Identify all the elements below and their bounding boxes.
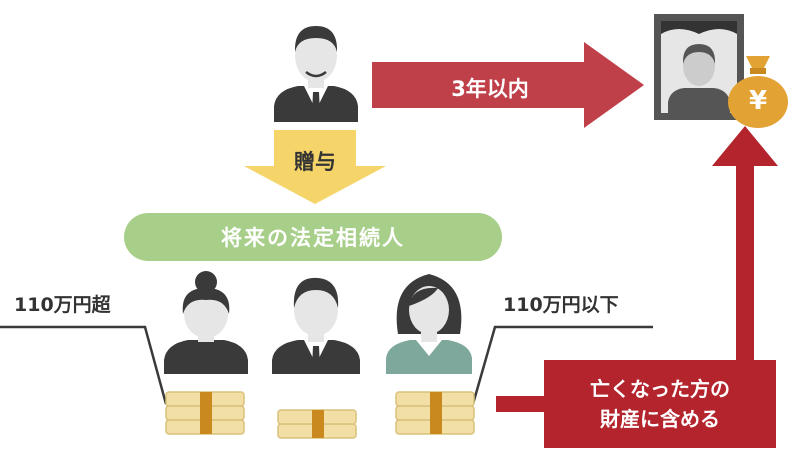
yen-symbol: ¥	[748, 86, 768, 116]
money-stack-icon	[395, 391, 475, 435]
amount-over-label: 110万円超	[14, 294, 111, 316]
heirs-label: 将来の法定相続人	[124, 213, 502, 261]
son-icon	[272, 277, 360, 374]
result-line-1: 亡くなった方の	[590, 377, 730, 401]
arrow-gift-label: 贈与	[294, 150, 336, 174]
yellow-arrow-down	[244, 130, 386, 204]
amount-under-label: 110万円以下	[503, 294, 619, 316]
grandmother-icon	[164, 271, 248, 374]
money-stack-icon	[277, 409, 357, 439]
result-line-2: 財産に含める	[600, 407, 720, 431]
grandfather-icon	[274, 26, 358, 122]
red-arrow-right	[372, 42, 644, 128]
money-stack-icon	[165, 391, 245, 435]
red-arrow-up	[496, 126, 778, 412]
daughter-icon	[386, 274, 472, 374]
money-bag-icon	[728, 56, 788, 128]
arrow-top-label: 3年以内	[451, 77, 529, 101]
result-box: 亡くなった方の 財産に含める	[544, 360, 776, 448]
